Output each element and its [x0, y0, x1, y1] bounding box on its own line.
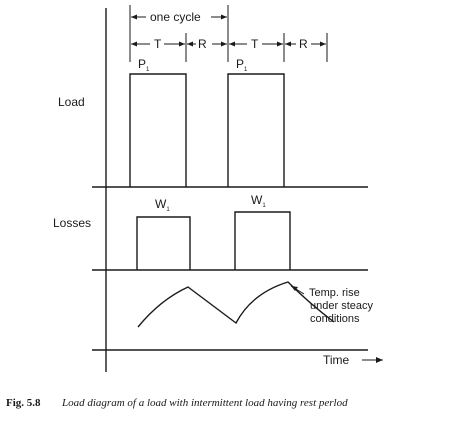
w1-label-second: W1	[251, 193, 266, 209]
t-label-first: T	[154, 37, 162, 51]
time-arrow-head	[376, 357, 383, 363]
losses-pulse-second	[234, 211, 291, 270]
losses-axis-label: Losses	[53, 216, 91, 230]
temperature-rise-curve	[137, 281, 335, 328]
load-pulse-second	[227, 73, 285, 187]
losses-pulse-first	[136, 216, 191, 270]
caption-number: Fig. 5.8	[6, 397, 41, 409]
r-label-first: R	[198, 37, 207, 51]
temp-rise-label-line3: conditions	[310, 313, 360, 325]
p1-label-second: P1	[236, 57, 248, 73]
period-dimensions	[131, 41, 326, 47]
t-label-second: T	[251, 37, 259, 51]
load-axis-label: Load	[58, 95, 85, 109]
time-axis-label: Time	[323, 353, 350, 367]
one-cycle-dimension	[131, 14, 227, 20]
load-pulse-first	[129, 73, 187, 187]
temperature-pointer-arrowhead	[291, 286, 298, 291]
temp-rise-label-line1: Temp. rise	[309, 287, 360, 299]
p1-label-first: P1	[138, 57, 150, 73]
one-cycle-label: one cycle	[150, 10, 201, 24]
temp-rise-label-line2: under steacy	[310, 300, 373, 312]
r-label-second: R	[299, 37, 308, 51]
w1-label-first: W1	[155, 197, 170, 213]
caption-text: Load diagram of a load with intermittent…	[61, 397, 348, 409]
